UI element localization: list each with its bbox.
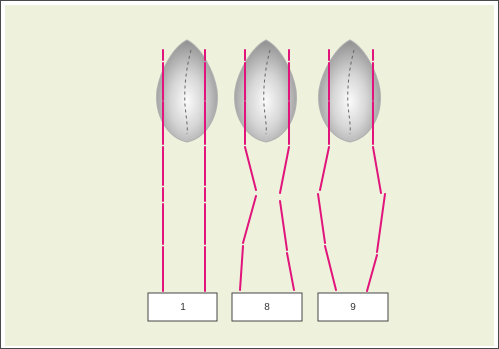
pink-line	[372, 146, 382, 194]
label-text: 9	[350, 302, 356, 313]
pink-line	[242, 195, 257, 244]
pink-line	[286, 252, 295, 291]
diagram-svg: 1	[5, 5, 494, 346]
label-text: 1	[180, 302, 186, 313]
pink-line	[317, 193, 326, 244]
specimen-9: 9	[317, 39, 389, 322]
pink-line	[324, 245, 337, 291]
pink-line	[279, 146, 290, 194]
label-box	[147, 292, 218, 322]
label-box	[231, 292, 303, 322]
pink-line	[319, 146, 330, 191]
pink-line	[366, 254, 378, 292]
pink-line	[244, 146, 257, 191]
pink-line	[279, 200, 288, 251]
seed-shape	[234, 39, 297, 143]
seed-midline	[263, 49, 271, 135]
label-box	[317, 292, 389, 322]
specimen-1: 1	[147, 39, 218, 322]
label-text: 8	[264, 302, 270, 313]
pink-line	[376, 193, 386, 253]
seed-midline	[184, 49, 192, 135]
seed-shape	[156, 39, 218, 143]
seed-midline	[347, 49, 355, 135]
pink-line	[239, 245, 244, 291]
specimen-8: 8	[231, 39, 303, 322]
diagram-panel: 1	[5, 5, 494, 346]
seed-shape	[318, 39, 381, 143]
